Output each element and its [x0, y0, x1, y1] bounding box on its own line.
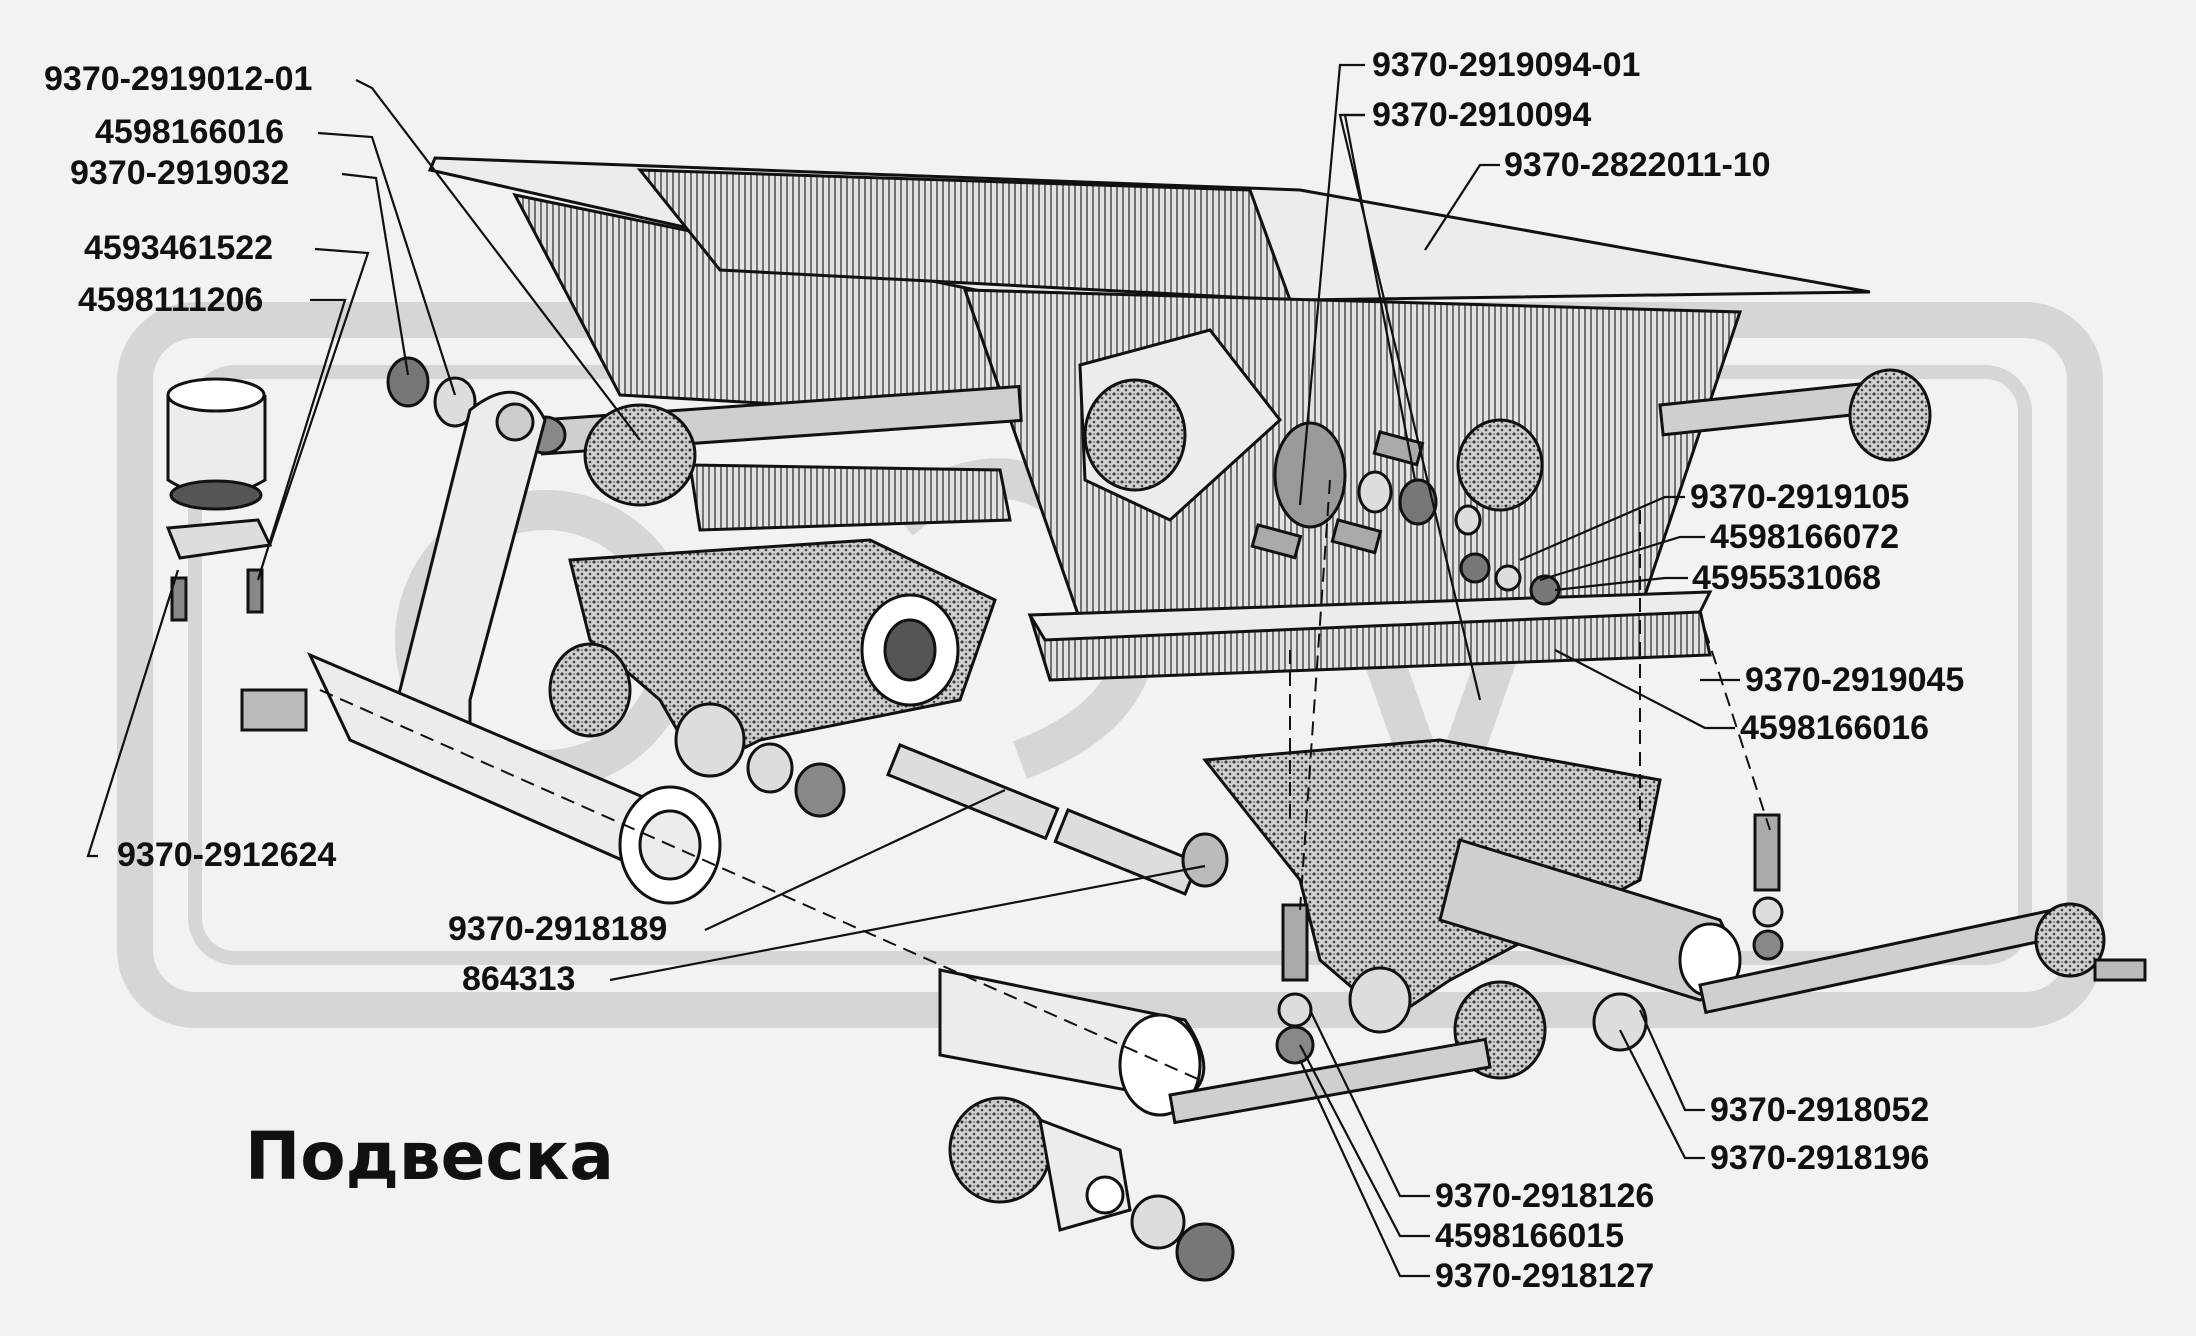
part-label: 9370-2912624	[117, 836, 337, 874]
leader-lines	[86, 63, 1740, 1278]
part-label: 9370-2910094	[1372, 96, 1592, 134]
part-label: 9370-2822011-10	[1504, 146, 1771, 184]
part-label: 9370-2919012-01	[44, 60, 313, 98]
part-label: 4598166015	[1435, 1217, 1625, 1255]
part-label: 864313	[462, 960, 576, 998]
part-label: 9370-2919032	[70, 154, 290, 192]
lower-left-assembly	[938, 968, 1492, 1282]
lower-right-shaft	[1698, 902, 2147, 1015]
part-label: 9370-2918126	[1435, 1177, 1655, 1215]
part-label: 9370-2919105	[1690, 478, 1910, 516]
part-label: 4598166016	[1740, 709, 1930, 747]
part-label: 4598166016	[95, 113, 285, 151]
small-fasteners	[386, 356, 1561, 606]
part-label: 4595531068	[1692, 559, 1882, 597]
part-label: 9370-2918052	[1710, 1091, 1930, 1129]
tank-housing	[427, 156, 1871, 682]
part-label: 9370-2918196	[1710, 1139, 1930, 1177]
part-label: 9370-2918189	[448, 910, 668, 948]
cap-assembly	[165, 377, 273, 622]
alignment-lines	[319, 479, 1771, 1081]
diagram-title: Подвеска	[245, 1118, 614, 1195]
part-label: 9370-2919045	[1745, 661, 1965, 699]
center-pin	[886, 743, 1229, 896]
spring-bracket-lower	[1202, 738, 1784, 1080]
part-label: 4593461522	[84, 229, 274, 267]
part-label: 4598166072	[1710, 518, 1900, 556]
spring-bracket-upper	[548, 538, 997, 818]
part-label: 9370-2919094-01	[1372, 46, 1641, 84]
part-label: 9370-2918127	[1435, 1257, 1655, 1295]
part-label: 4598111206	[78, 281, 264, 319]
